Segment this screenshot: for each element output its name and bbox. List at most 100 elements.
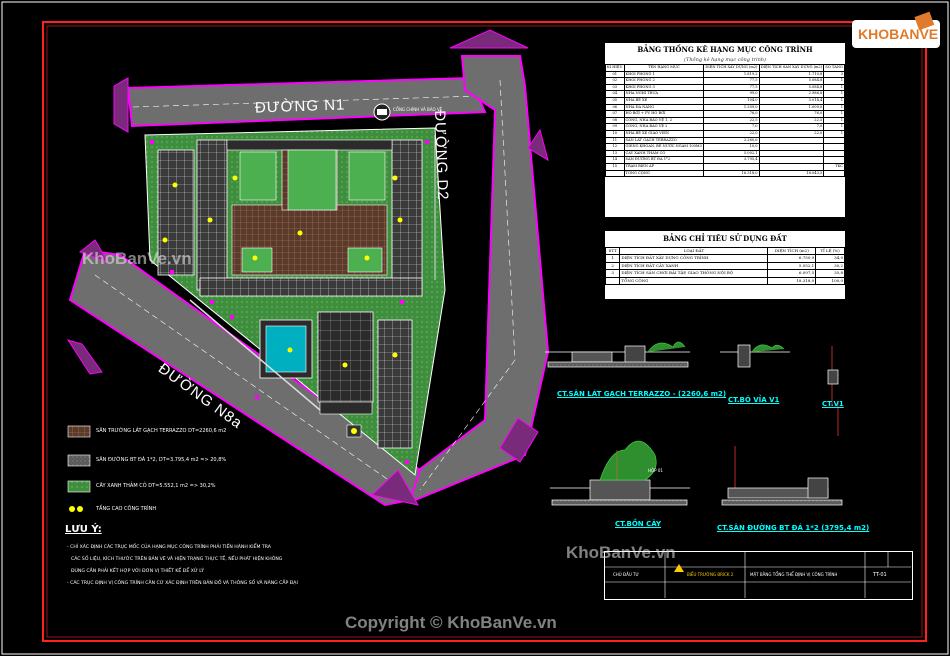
table1-header-cell: DIỆN TÍCH XÂY DỰNG (m2) bbox=[703, 64, 760, 72]
logo-text: KHOBANVE bbox=[858, 26, 939, 42]
table1-cell bbox=[758, 162, 825, 171]
legend-swatches bbox=[67, 425, 91, 512]
table2-cell bbox=[604, 276, 621, 286]
notes-heading: LƯU Ý: bbox=[65, 524, 102, 535]
detail-label-san-duong: CT.SÂN ĐƯỜNG BT ĐÁ 1*2 (3795,4 m2) bbox=[717, 524, 870, 532]
road-label-d2: ĐƯỜNG D2 bbox=[431, 110, 452, 201]
table1-cell: 08 bbox=[605, 116, 625, 125]
table1-cell: 22,5 bbox=[758, 116, 825, 125]
legend-item-label: TẦNG CAO CÔNG TRÌNH bbox=[96, 506, 157, 512]
title-block-drawing: MẶT BẰNG TỔNG THỂ ĐỊNH VỊ CÔNG TRÌNH bbox=[750, 572, 838, 577]
table1-cell: 3 bbox=[823, 70, 845, 79]
table1-cell: 07 bbox=[605, 110, 625, 118]
table1-cell: 99,0 bbox=[703, 90, 760, 98]
table2-cell: 35,8 bbox=[815, 269, 845, 278]
table1-cell: 1 bbox=[823, 110, 845, 118]
table1-title: BẢNG THỐNG KÊ HẠNG MỤC CÔNG TRÌNH bbox=[637, 45, 813, 54]
table1-cell bbox=[758, 149, 825, 158]
table1-header-cell: SỐ TẦNG bbox=[823, 64, 845, 72]
note-line: CÁC SỐ LIỆU, KÍCH THƯỚC TRÊN BẢN VẼ VÀ H… bbox=[71, 557, 283, 562]
table1-cell bbox=[758, 143, 825, 151]
legend-item-label: SÂN TRƯỜNG LÁT GẠCH TERRAZZO DT=2260,6 m… bbox=[96, 428, 227, 434]
legend-item-label: CÂY XANH THẢM CỎ DT=5.552,1 m2 => 30,2% bbox=[96, 483, 216, 489]
table1-cell: 1.710,8 bbox=[758, 70, 825, 79]
table1-cell: NHÀ ĐA NĂNG bbox=[623, 103, 705, 112]
table1-cell: NHÀ NGHỈ TRƯA bbox=[623, 90, 705, 98]
table1-cell bbox=[605, 169, 625, 178]
table1-cell: 1.009,0 bbox=[758, 103, 825, 112]
table2-cell: 6.750,9 bbox=[767, 254, 817, 263]
table1-cell: 06 bbox=[605, 103, 625, 112]
table1-cell: TỔNG CỘNG bbox=[623, 169, 705, 178]
table2-cell: TỔNG CỘNG bbox=[619, 276, 769, 286]
table1-cell: KHỐI PHÒNG 2 bbox=[623, 77, 705, 85]
table1-cell: KHỐI PHÒNG 3 bbox=[623, 83, 705, 92]
detail-label-v1: CT.V1 bbox=[822, 400, 844, 408]
table1-cell: KHỐI PHÒNG 1 bbox=[623, 70, 705, 79]
table2-cell: 30,2 bbox=[815, 261, 845, 271]
title-block-owner: CHỦ ĐẦU TƯ bbox=[613, 572, 639, 577]
table1-subtitle: (Thống kê hạng mục công trình) bbox=[684, 57, 766, 63]
table1-cell: 77,5 bbox=[703, 77, 760, 85]
table1-cell: NHÀ BỂ XE GIÁO VIÊN bbox=[623, 129, 705, 138]
table1-cell: 3.014,4 bbox=[758, 96, 825, 105]
table2-cell: DIỆN TÍCH ĐẤT XÂY DỰNG CÔNG TRÌNH bbox=[619, 254, 769, 263]
table2-cell: 34,0 bbox=[815, 254, 845, 263]
detail-sections bbox=[545, 341, 843, 506]
gate-label: CỔNG CHÍNH VÀ BẢO VỆ bbox=[393, 107, 443, 112]
table1-cell: NHÀ BỂ XE bbox=[623, 96, 705, 105]
table1-cell: SÂN LÁT GẠCH TERRAZZO bbox=[623, 136, 705, 145]
table1-cell: 76,0 bbox=[703, 110, 760, 118]
table1-cell: 16.318,0 bbox=[703, 169, 760, 178]
table1-cell: 1.819,2 bbox=[703, 70, 760, 79]
table1-cell: 1 bbox=[823, 123, 845, 131]
table2-cell: 100,0 bbox=[815, 276, 845, 286]
table1-cell: CỔNG, NHÀ BẢO VỆ 1, 2 bbox=[623, 116, 705, 125]
table1-cell: 04 bbox=[605, 90, 625, 98]
table2-cell: 18.318,0 bbox=[767, 276, 817, 286]
table2-header-cell: STT bbox=[604, 246, 621, 256]
table1-cell: 22,0 bbox=[703, 129, 760, 138]
table1-cell: 104,0 bbox=[703, 96, 760, 105]
table1-cell: 10,0 bbox=[703, 143, 760, 151]
table2-cell: 1 bbox=[604, 254, 621, 263]
detail-label-terrazzo: CT.SÂN LÁT GẠCH TERRAZZO - (2260,6 m2) bbox=[557, 390, 727, 398]
table1-cell: 3.795,4 bbox=[703, 156, 760, 164]
legend-item-label: SÂN ĐƯỜNG BT ĐÁ 1*2, DT=3.795,4 m2 => 20… bbox=[96, 457, 227, 463]
detail-label-bon-cay: CT.BỒN CÂY bbox=[615, 520, 662, 528]
table1-cell: CÂY XANH THẢM CỎ bbox=[623, 149, 705, 158]
warning-icon bbox=[674, 564, 684, 572]
table1-cell bbox=[823, 136, 845, 145]
table1-header-cell: TÊN HẠNG MỤC bbox=[623, 64, 705, 72]
table1-cell: 1 bbox=[823, 103, 845, 112]
table2-header-cell: LOẠI ĐẤT bbox=[619, 246, 769, 256]
table2-cell: 2 bbox=[604, 261, 621, 271]
watermark-copyright: Copyright © KhoBanVe.vn bbox=[345, 613, 557, 632]
logo-mark bbox=[852, 11, 940, 48]
table1-cell: 12 bbox=[605, 143, 625, 151]
table1-cell: 5.002,1 bbox=[703, 149, 760, 158]
building-statistics-table: BẢNG THỐNG KÊ HẠNG MỤC CÔNG TRÌNH (Thống… bbox=[605, 43, 845, 217]
table1-cell: 22,0 bbox=[758, 129, 825, 138]
table1-cell: 03 bbox=[605, 83, 625, 92]
table1-cell bbox=[758, 156, 825, 164]
title-block-grid bbox=[604, 551, 911, 598]
table1-cell: 18.043,5 bbox=[758, 169, 825, 178]
table1-cell: GIẾNG KHOAN, BỂ NƯỚC NGẦM 100M3 bbox=[623, 143, 705, 151]
site-lot bbox=[144, 103, 446, 476]
table1-cell: 7,0 bbox=[758, 123, 825, 131]
